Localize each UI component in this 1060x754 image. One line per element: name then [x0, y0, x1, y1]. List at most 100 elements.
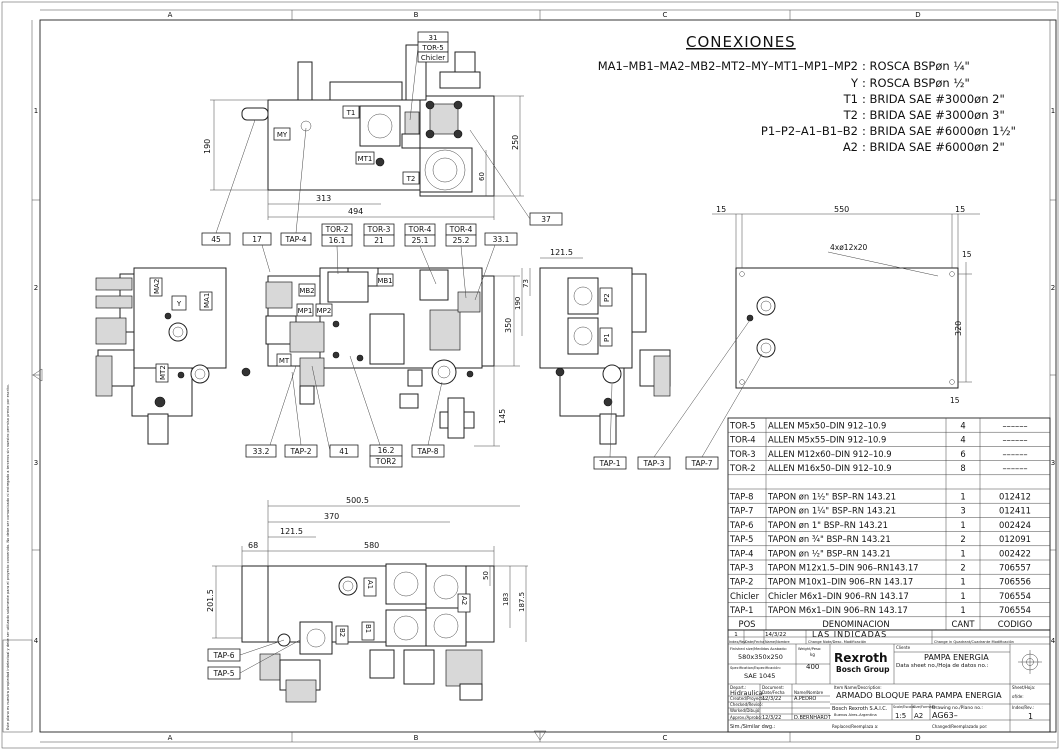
finished-size: 580x350x250 — [738, 653, 783, 661]
parts-cell-pos: TOR-3 — [729, 449, 756, 459]
side-note-text: Este plano es nuestra propiedad intelect… — [6, 384, 10, 730]
parts-header-pos: POS — [739, 619, 756, 629]
centering-arrow-left — [32, 368, 43, 382]
parts-cell-cod: –––––– — [1002, 449, 1027, 459]
zone-col-a-bottom: A — [168, 734, 173, 742]
created-date: 12/3/22 — [762, 696, 781, 702]
parts-cell-den: ALLEN M5x50–DIN 912–10.9 — [768, 421, 886, 431]
callout-tap8-text: TAP-8 — [417, 447, 439, 456]
index-label: Index/Rev.: — [1012, 705, 1034, 710]
rev-header-date: Date/Fecha — [745, 640, 764, 644]
zone-row-3: 3 — [34, 459, 38, 467]
finished-size-label: Finished size/Medidas Acabado: — [730, 647, 787, 651]
rev-header-name: Name/Nombre — [765, 640, 790, 644]
bottom-dim-68: 68 — [248, 541, 258, 550]
left-port-y-label: Y — [176, 300, 182, 308]
bottom-port-a1-label: A1 — [366, 580, 374, 589]
left-port-mt2 — [155, 363, 169, 383]
parts-cell-den: TAPON øn ½" BSP–RN 143.21 — [767, 548, 891, 558]
replaces-label: Replaces/Reemplaza a: — [832, 724, 878, 729]
top-port-my — [273, 127, 291, 141]
top-port-t1 — [342, 105, 360, 119]
front-port-mb1 — [376, 273, 394, 287]
front-port-mt — [276, 353, 292, 367]
client-label: Cliente — [896, 645, 911, 650]
drawing-label: Drawing no./Plano no.: — [932, 705, 983, 711]
zone-row-4: 4 — [34, 637, 39, 645]
parts-cell-cant: 4 — [960, 435, 965, 445]
zone-markers: A B C D A B C D 1 2 3 4 1 2 3 4 — [31, 9, 1056, 743]
parts-cell-cod: 706554 — [999, 605, 1031, 615]
callout-41-text: 41 — [339, 447, 349, 456]
connections-legend: CONEXIONES MA1–MB1–MA2–MB2–MT2–MY–MT1–MP… — [598, 33, 1016, 154]
left-port-ma2 — [149, 277, 163, 297]
approved-label: Approv./Aprobó: — [730, 715, 762, 720]
callout-tap4-text: TAP-4 — [285, 235, 307, 244]
bosch-group-logo: Bosch Group — [836, 665, 890, 674]
front-dim-350: 350 — [504, 318, 513, 333]
callout-tor2-text: TOR-2 — [325, 225, 349, 234]
item-label: Item Name/Description: — [834, 685, 882, 690]
connection-0-right: : ROSCA BSPøn ¼" — [862, 59, 970, 73]
front-callouts: 45 17 TAP-4 TOR-2 16.1 TOR-3 21 TOR-4 25… — [201, 119, 518, 468]
callout-tap5-text: TAP-5 — [213, 669, 235, 678]
top-port-t2-label: T2 — [406, 175, 416, 183]
rev-index: 1 — [734, 632, 738, 638]
client-name: PAMPA ENERGIA — [924, 653, 989, 662]
parts-cell-den: TAPON M12x1.5–DIN 906–RN143.17 — [767, 563, 919, 573]
callout-tor2-bottom — [369, 455, 403, 468]
callout-tor3-text: TOR-3 — [367, 225, 391, 234]
plate-view: 15 550 15 4xø12x20 15 320 15 TAP-3 TAP-7 — [637, 205, 980, 470]
parts-cell-cant: 1 — [960, 548, 965, 558]
plate-dim-320: 320 — [954, 321, 963, 336]
date-header: Date/Fecha — [762, 690, 785, 695]
parts-cell-den: TAPON øn ¾" BSP–RN 143.21 — [767, 534, 891, 544]
callout-25-2-text: 25.2 — [453, 236, 470, 245]
bottom-port-a2-label: A2 — [460, 596, 468, 605]
confidentiality-note: Este plano es nuestra propiedad intelect… — [2, 384, 33, 733]
scale-label: Scale/Escala: — [893, 705, 915, 709]
left-view: MA2 Y MA1 MT2 — [95, 267, 251, 445]
connection-4-right: : BRIDA SAE #6000øn 1½" — [862, 124, 1016, 138]
data-sheet-label: Data sheet no./Hoja de datos no.: — [896, 663, 989, 669]
bottom-port-b2 — [335, 625, 349, 645]
bottom-dim-201-5: 201.5 — [206, 589, 215, 612]
right-port-p1 — [599, 327, 613, 347]
left-port-ma1-label: MA1 — [203, 293, 211, 308]
front-view: MB2 MP1 MP2 MB1 MT 350 145 — [265, 267, 520, 447]
right-view: P2 P1 121.5 73 190 TAP-1 — [514, 248, 671, 470]
parts-cell-cant: 4 — [960, 421, 965, 431]
checked-label: Checked/Revisó: — [730, 702, 763, 707]
company: Bosch Rexroth S.A.I.C. — [832, 706, 888, 712]
parts-cell-pos: TOR-5 — [729, 421, 756, 431]
front-port-mb2 — [298, 283, 316, 297]
front-port-mp1-label: MP1 — [298, 307, 313, 315]
callout-21-text: 21 — [374, 236, 384, 245]
sheet-of: of/de: — [1012, 694, 1024, 699]
bottom-dim-50: 50 — [482, 571, 490, 580]
connection-3-left: T2 — [843, 108, 858, 122]
zone-col-a-top: A — [168, 11, 173, 19]
callout-tap7-text: TAP-7 — [691, 459, 713, 468]
front-port-mt-label: MT — [279, 357, 290, 365]
parts-cell-cod: –––––– — [1002, 421, 1027, 431]
parts-cell-pos: TAP-3 — [729, 563, 753, 573]
name-header: Name/Nombre — [794, 690, 824, 695]
bottom-dim-580: 580 — [364, 541, 379, 550]
rev-date: 14/3/22 — [765, 632, 786, 638]
rev-text: LAS INDICADAS — [812, 630, 887, 639]
right-dim-73: 73 — [522, 279, 530, 288]
connection-0-left: MA1–MB1–MA2–MB2–MT2–MY–MT1–MP1–MP2 — [598, 59, 858, 73]
callout-33-1-text: 33.1 — [493, 235, 510, 244]
connection-5-right: : BRIDA SAE #6000øn 2" — [862, 140, 1005, 154]
parts-cell-den: ALLEN M5x55–DIN 912–10.9 — [768, 435, 886, 445]
plate-dim-15-bottom: 15 — [950, 396, 960, 405]
